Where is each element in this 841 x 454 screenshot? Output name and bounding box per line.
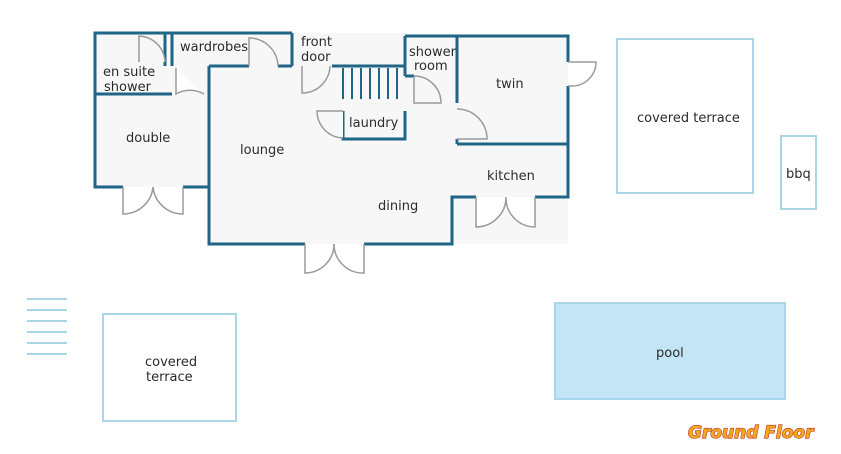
label-double: double [126,131,170,146]
label-covered-terrace-left-line2: terrace [146,370,193,385]
stairs [342,68,398,99]
covered-terrace-left [102,313,237,422]
floor-title: Ground Floor [688,423,815,443]
label-covered-terrace-right: covered terrace [637,111,740,126]
interior-walls [95,33,568,187]
label-laundry: laundry [349,116,399,131]
pool [554,302,786,400]
label-en-suite-line2: shower [104,80,152,95]
label-lounge: lounge [240,143,284,158]
label-front-door-line1: front [301,35,332,50]
label-front-door-line2: door [301,50,331,65]
label-wardrobes: wardrobes [180,40,248,55]
label-covered-terrace-left-line1: covered [145,355,197,370]
covered-terrace-right [616,38,754,194]
label-kitchen: kitchen [487,169,535,184]
label-twin: twin [496,77,524,92]
label-pool: pool [656,346,684,361]
label-bbq: bbq [786,167,811,182]
label-dining: dining [378,199,418,214]
bbq-area [780,135,817,210]
floor-fill [95,33,568,244]
label-shower-room-line2: room [414,59,448,74]
door-swings [122,35,597,274]
label-shower-room-line1: shower [409,45,457,60]
exterior-walls [93,31,570,246]
label-en-suite-line1: en suite [103,65,155,80]
outdoor-steps [27,298,67,355]
